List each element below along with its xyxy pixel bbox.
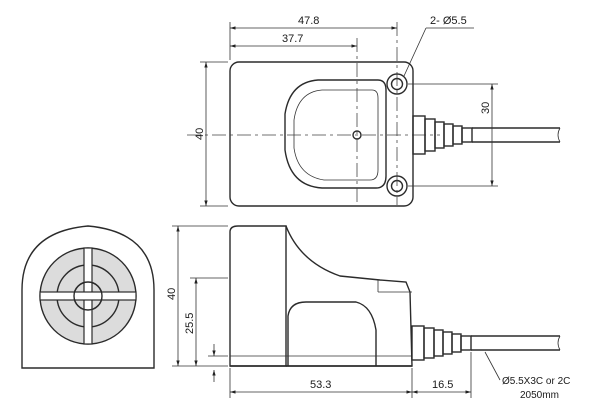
side-view-top-slope: [285, 225, 413, 367]
top-view: 47.8 37.7 40 30 2- Ø5.5: [187, 15, 561, 207]
side-view-base: [229, 225, 287, 367]
sensing-face-outline: [284, 79, 387, 189]
top-cable: [472, 127, 561, 143]
hole-callout: 2- Ø5.5: [430, 15, 467, 27]
side-view-window: [287, 301, 377, 366]
sensing-face-inner: [293, 89, 379, 181]
dim-label-47-8: 47.8: [298, 15, 319, 27]
dim-label-53-3: 53.3: [310, 379, 331, 391]
dim-label-40-side: 40: [166, 288, 178, 300]
cable-length-label: 2050mm: [520, 390, 559, 401]
dim-label-40-top: 40: [194, 128, 206, 140]
dim-label-30: 30: [480, 102, 492, 114]
top-cable-gland: [412, 115, 473, 155]
cable-spec-label: Ø5.5X3C or 2C: [502, 376, 570, 387]
side-cable: [471, 335, 561, 351]
dim-label-25-5: 25.5: [184, 313, 196, 334]
side-view: 40 25.5 53.3 16.5 Ø5.5X3C or 2C 2050mm: [166, 225, 570, 401]
front-view-outline: [21, 225, 155, 369]
front-view: [21, 225, 155, 369]
dim-label-37-7: 37.7: [282, 33, 303, 45]
side-cable-gland: [411, 325, 472, 361]
dim-label-16-5: 16.5: [432, 379, 453, 391]
